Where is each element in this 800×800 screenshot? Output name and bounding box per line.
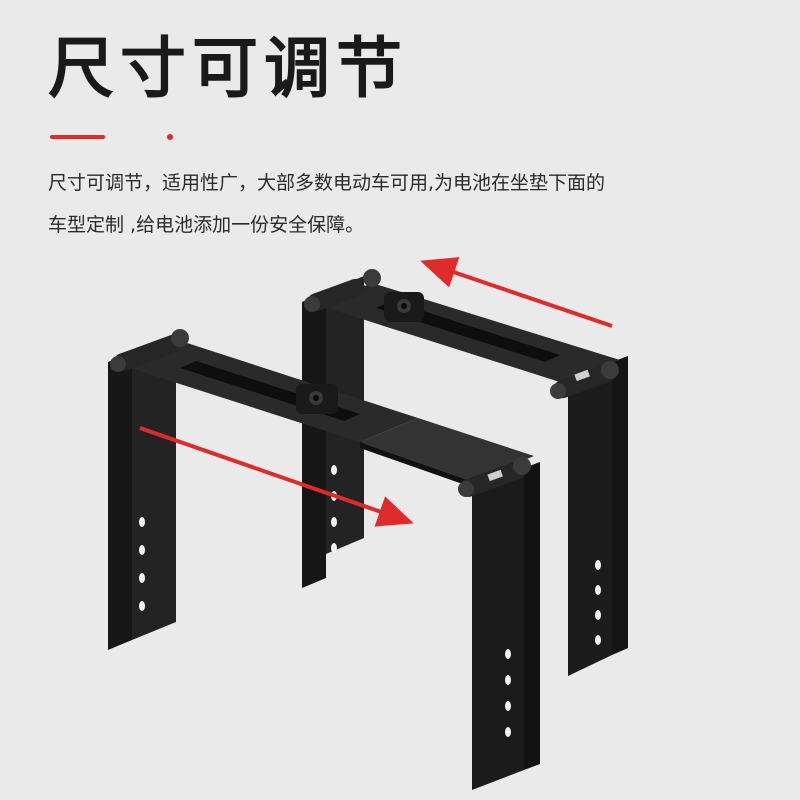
title-accent (50, 133, 173, 141)
page-title: 尺寸可调节 (48, 30, 408, 107)
description-line-2: 车型定制 ,给电池添加一份安全保障。 (48, 214, 365, 236)
arrow-right-icon (139, 426, 414, 527)
arrow-left-icon (420, 257, 613, 328)
accent-bar (50, 135, 105, 139)
back-bracket-icon (302, 269, 628, 676)
accent-dot (167, 134, 173, 140)
front-bracket-icon (108, 329, 540, 790)
description-line-1: 尺寸可调节，适用性广，大部多数电动车可用,为电池在坐垫下面的 (48, 172, 606, 194)
description: 尺寸可调节，适用性广，大部多数电动车可用,为电池在坐垫下面的 车型定制 ,给电池… (48, 162, 758, 246)
